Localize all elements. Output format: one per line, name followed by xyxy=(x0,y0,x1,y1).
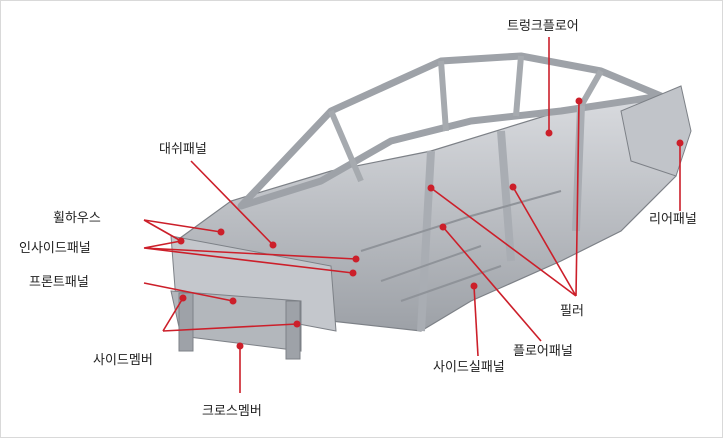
leader-lines xyxy=(143,37,681,393)
label-front-panel: 프론트패널 xyxy=(29,275,89,290)
leader-dash-panel xyxy=(190,160,274,246)
label-trunk-floor: 트렁크플로어 xyxy=(507,19,579,34)
leader-side-member xyxy=(162,297,298,332)
anchor-points xyxy=(177,97,684,350)
label-side-sill-panel: 사이드실패널 xyxy=(433,360,505,375)
car-body-shape xyxy=(170,52,692,360)
leader-pillar xyxy=(430,100,580,297)
label-dash-panel: 대쉬패널 xyxy=(159,142,207,157)
leader-wheel-house xyxy=(143,219,222,242)
label-wheel-house: 휠하우스 xyxy=(53,211,101,226)
label-cross-member: 크로스멤버 xyxy=(202,404,262,419)
leader-floor-panel xyxy=(442,226,542,342)
label-rear-panel: 리어패널 xyxy=(649,212,697,227)
label-floor-panel: 플로어패널 xyxy=(513,344,573,359)
label-side-member: 사이드멤버 xyxy=(93,353,153,368)
label-inside-panel: 인사이드패널 xyxy=(19,241,91,256)
label-pillar: 필러 xyxy=(560,304,584,319)
leader-front-panel xyxy=(143,282,234,302)
leader-inside-panel xyxy=(143,240,357,274)
leader-side-sill xyxy=(473,285,479,357)
